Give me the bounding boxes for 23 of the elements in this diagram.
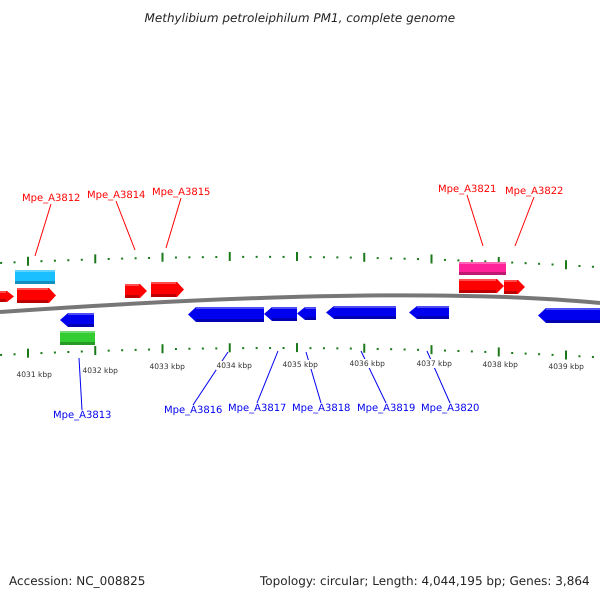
leader-line <box>360 350 386 404</box>
gene-label: Mpe_A3817 <box>228 402 286 414</box>
gene-label: Mpe_A3813 <box>53 410 112 420</box>
leader-line <box>166 198 182 248</box>
gene-label: Mpe_A3821 <box>438 184 496 194</box>
gene-label: Mpe_A3815 <box>152 186 210 198</box>
genome-summary: Topology: circular; Length: 4,044,195 bp; Genes: 3,864 <box>260 574 590 588</box>
title: Methylibium petroleiphilum PM1, complete genome <box>144 11 456 25</box>
leader-line <box>78 358 82 410</box>
leader-line <box>466 194 484 246</box>
accession-text: Accession: NC_008825 <box>9 574 146 588</box>
gene-label: Mpe_A3812 <box>22 192 80 204</box>
leader-line <box>192 352 228 406</box>
gene-label: Mpe_A3818 <box>292 402 350 414</box>
gene-label: Mpe_A3819 <box>357 402 416 414</box>
leader-line <box>34 204 52 256</box>
leader-line <box>116 200 136 250</box>
leader-line <box>514 196 534 246</box>
gene-label: Mpe_A3816 <box>164 404 222 416</box>
gene-label: Mpe_A3820 <box>421 402 480 414</box>
gene-label: Mpe_A3822 <box>505 186 564 196</box>
leader-line <box>256 350 278 404</box>
gene-label: Mpe_A3814 <box>87 190 146 200</box>
